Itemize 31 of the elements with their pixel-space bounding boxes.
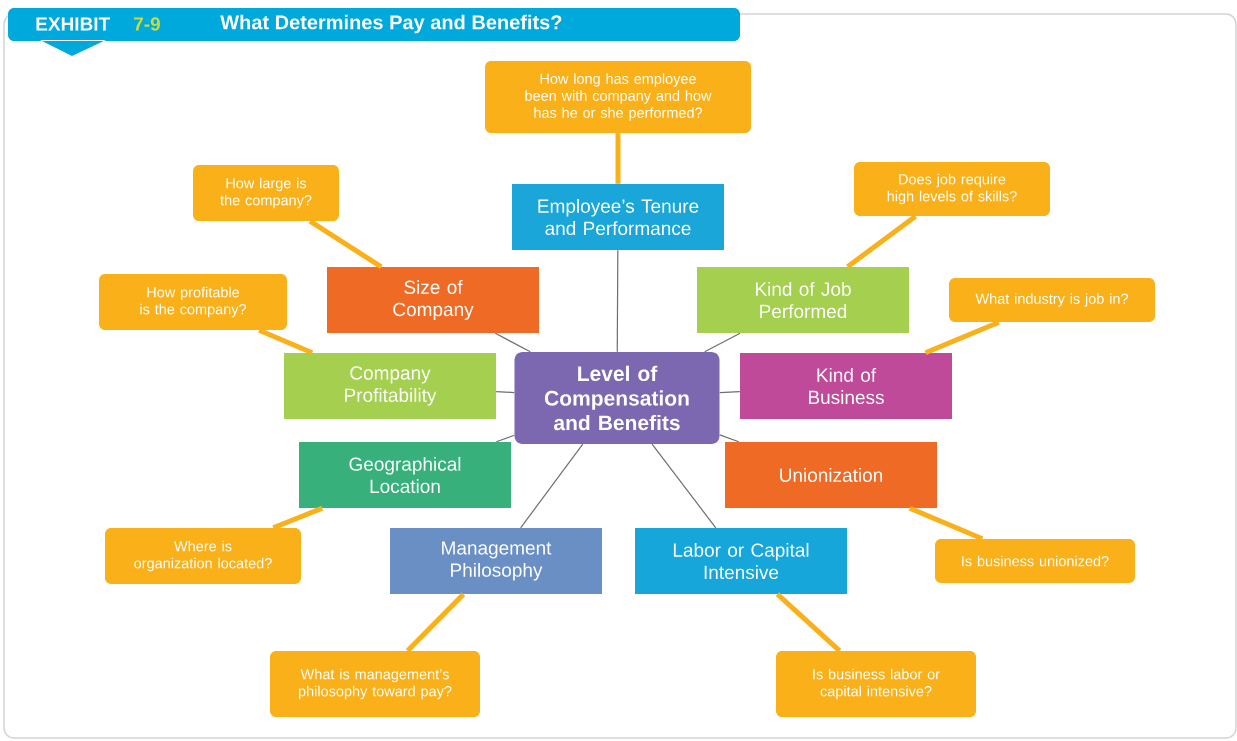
- connector-line: [494, 332, 531, 353]
- factor-box: Kind of Business: [740, 353, 952, 419]
- factor-box: Company Profitability: [284, 353, 496, 419]
- connector-line: [704, 332, 741, 353]
- factor-box: Geographical Location: [299, 442, 511, 508]
- speech-bubble: How large is the company?: [193, 165, 339, 221]
- connector-line: [520, 443, 584, 529]
- factor-box: Employee’s Tenure and Performance: [512, 184, 724, 250]
- factor-box: Management Philosophy: [390, 528, 602, 594]
- factor-box: Size of Company: [327, 267, 539, 333]
- factor-box: Labor or Capital Intensive: [635, 528, 847, 594]
- speech-bubble: Is business unionized?: [935, 539, 1135, 583]
- exhibit-label: 7-9: [134, 17, 160, 31]
- connector-line: [495, 391, 515, 394]
- speech-bubble: What is management’s philosophy toward pay?: [270, 651, 480, 717]
- connector-line: [651, 443, 717, 529]
- connector-line: [495, 434, 515, 443]
- speech-bubble: What industry is job in?: [949, 278, 1155, 322]
- speech-bubble: How profitable is the company?: [99, 274, 287, 330]
- center-box: Level of Compensation and Benefits: [514, 352, 720, 444]
- connector-line: [719, 390, 741, 394]
- speech-bubble: Where is organization located?: [105, 528, 301, 584]
- title: What Determines Pay and Benefits?: [220, 14, 562, 34]
- factor-box: Unionization: [725, 442, 937, 508]
- speech-bubble: Is business labor or capital intensive?: [776, 651, 976, 717]
- factor-box: Kind of Job Performed: [697, 267, 909, 333]
- speech-bubble: How long has employee been with company and how has he or she performed?: [485, 61, 751, 133]
- speech-bubble: Does job require high levels of skills?: [854, 162, 1050, 216]
- exhibit-label: EXHIBIT: [36, 17, 110, 31]
- connector-line: [719, 434, 740, 443]
- connector-line: [616, 249, 619, 353]
